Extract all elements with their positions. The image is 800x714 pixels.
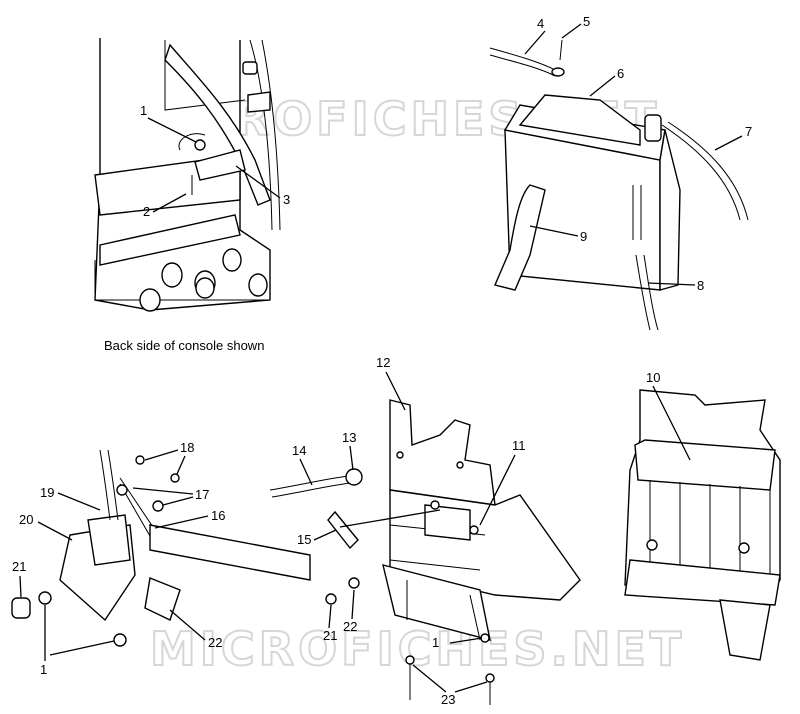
callout-21: 21 [12,559,26,574]
callout-1-top: 1 [140,103,147,118]
battery-holder-illustration [624,389,781,661]
callout-5: 5 [583,14,590,29]
callout-9: 9 [580,229,587,244]
callout-4: 4 [537,16,544,31]
callout-22: 22 [208,635,222,650]
callout-12: 12 [376,355,390,370]
leader-9 [529,225,579,237]
callout-17: 17 [195,487,209,502]
leader-6 [589,75,616,97]
leader-1-bottom-mid [328,604,332,629]
callout-25: 23 [441,692,455,707]
leader-18b [176,455,186,475]
leader-11 [479,454,516,526]
callout-6: 6 [617,66,624,81]
leader-1b-bottom-left [49,640,115,656]
bracket-assembly-illustration [269,399,581,705]
callout-1-bottom-left: 1 [40,662,47,677]
leader-5 [561,23,582,39]
callout-18: 18 [180,440,194,455]
leader-7 [714,135,743,151]
leader-20 [37,521,73,541]
leader-24 [449,637,483,644]
leader-19 [57,492,101,511]
leader-17b [162,496,194,506]
leader-4 [524,30,546,55]
callout-2: 2 [143,204,150,219]
leader-1-top [147,117,197,143]
leader-2 [152,193,187,213]
leader-10 [652,385,691,461]
callout-10: 10 [646,370,660,385]
leader-17a [132,487,194,495]
battery-illustration [489,39,749,331]
leader-15b [339,509,441,528]
regulator-illustration [11,449,311,647]
callout-7: 7 [745,124,752,139]
callout-20: 20 [19,512,33,527]
callout-24: 1 [432,635,439,650]
leader-22 [169,609,206,641]
leader-21 [19,575,22,598]
callout-16: 16 [211,508,225,523]
leader-3 [235,165,281,199]
callout-1-bottom-mid: 21 [323,628,337,643]
leader-23 [351,589,355,620]
callout-15: 15 [297,532,311,547]
leader-12 [385,371,406,411]
leader-15 [313,529,337,541]
callout-3: 3 [283,192,290,207]
callout-8: 8 [697,278,704,293]
callout-23: 22 [343,619,357,634]
leader-25a [412,664,447,693]
console-back-illustration [94,38,281,312]
callout-13: 13 [342,430,356,445]
leader-13 [349,445,354,471]
callout-14: 14 [292,443,306,458]
callout-19: 19 [40,485,54,500]
leader-18a [144,449,179,461]
leader-14 [299,458,313,486]
caption-console: Back side of console shown [104,338,264,353]
leader-8 [647,282,696,286]
leader-25b [454,681,488,693]
leader-16 [154,515,209,529]
callout-11: 11 [512,438,526,453]
watermark-bottom: MICROFICHES.NET [150,622,685,676]
